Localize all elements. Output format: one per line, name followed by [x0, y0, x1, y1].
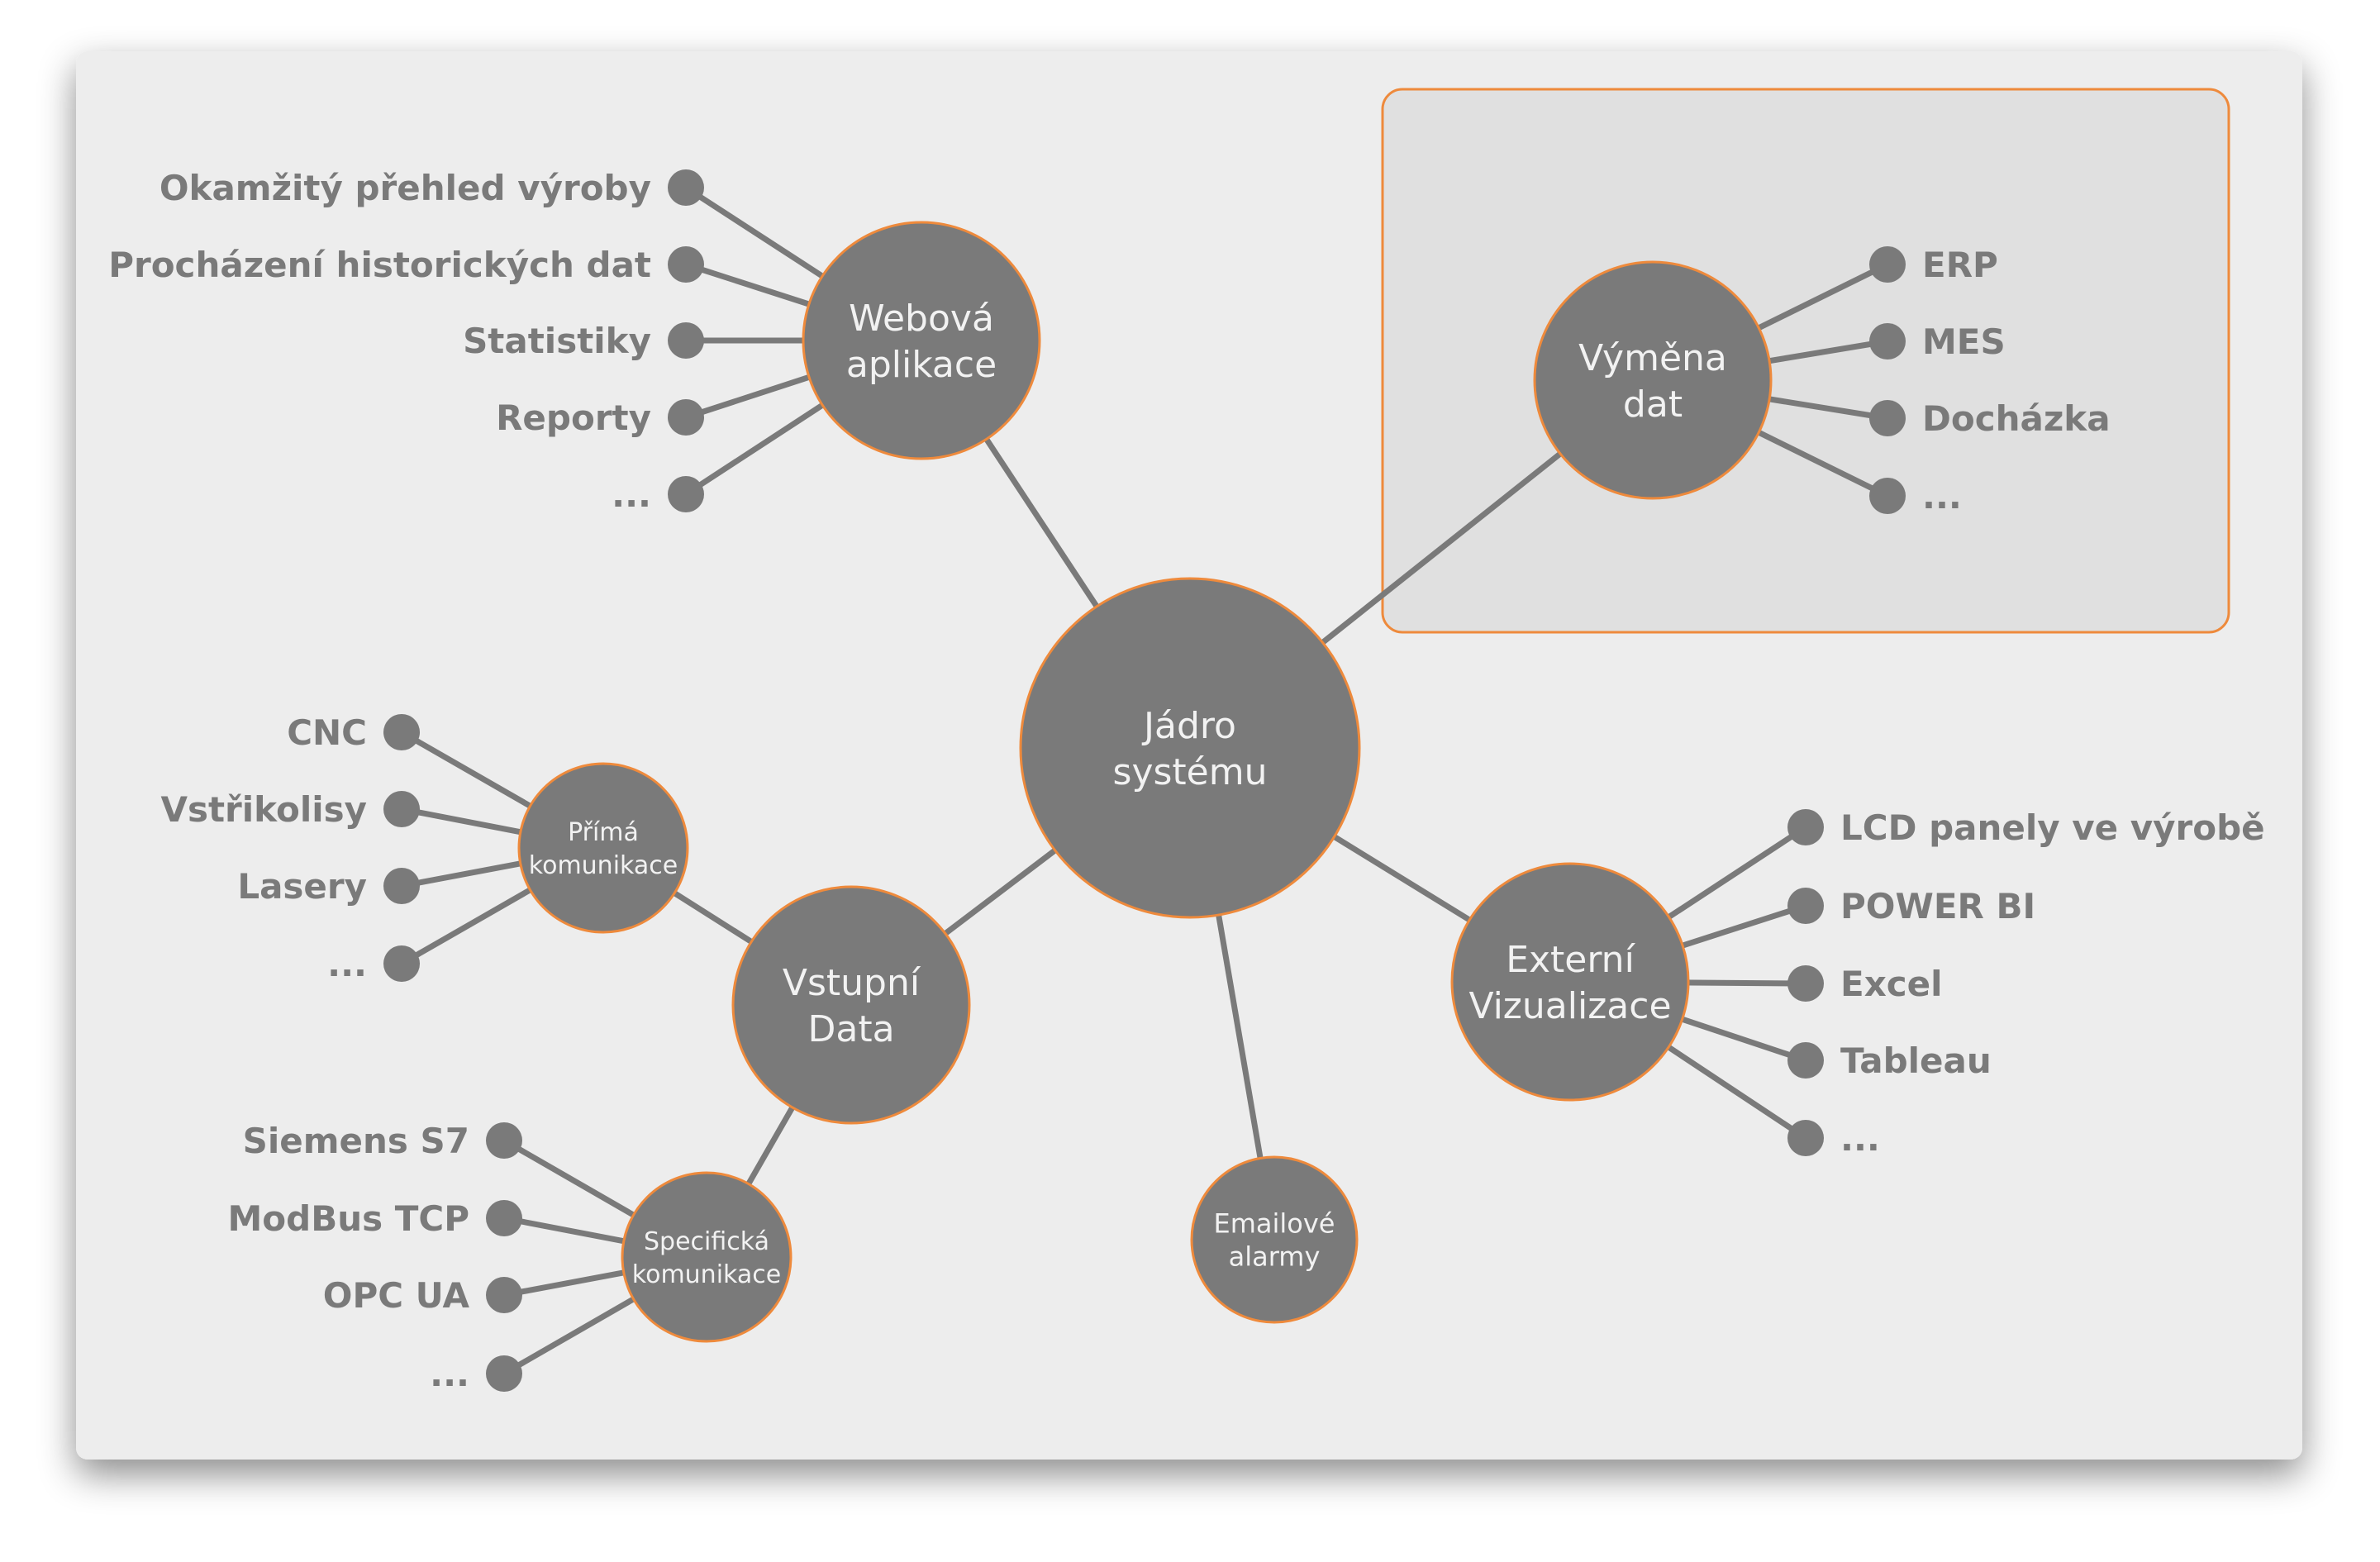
leaf-label-direct-1: Vstřikolisy [160, 789, 367, 830]
leaf-dot-web-2 [668, 322, 704, 359]
node-direct [517, 762, 689, 934]
leaf-dot-web-0 [668, 169, 704, 206]
leaf-dot-external-3 [1787, 1042, 1824, 1079]
node-label-direct-0: Přímá [568, 818, 639, 847]
leaf-label-direct-3: ... [327, 944, 367, 984]
leaf-label-exchange-3: ... [1922, 476, 1962, 517]
node-external [1450, 862, 1690, 1102]
node-label-external-1: Vizualizace [1468, 985, 1671, 1027]
leaf-dot-exchange-1 [1869, 323, 1906, 360]
leaf-label-external-1: POWER BI [1840, 886, 2035, 926]
node-label-web-1: aplikace [846, 344, 997, 386]
leaf-label-web-0: Okamžitý přehled výroby [159, 168, 651, 208]
node-core [1019, 577, 1361, 919]
leaf-dot-direct-1 [383, 791, 420, 827]
node-label-email-0: Emailové [1214, 1208, 1335, 1240]
leaf-label-specific-3: ... [430, 1354, 469, 1394]
node-label-external-0: Externí [1506, 939, 1635, 981]
leaf-label-specific-2: OPC UA [323, 1275, 470, 1316]
leaf-dot-external-4 [1787, 1120, 1824, 1156]
leaf-label-web-3: Reporty [496, 398, 651, 438]
leaf-label-external-3: Tableau [1840, 1041, 1992, 1081]
node-email [1190, 1155, 1359, 1324]
node-web [802, 221, 1041, 460]
node-label-input-1: Data [807, 1008, 894, 1050]
leaf-label-web-1: Procházení historických dat [108, 245, 651, 285]
node-label-core-0: Jádro [1141, 705, 1236, 747]
leaf-dot-web-4 [668, 476, 704, 512]
node-label-specific-1: komunikace [632, 1260, 781, 1289]
node-label-email-1: alarmy [1229, 1241, 1321, 1273]
node-input [731, 885, 971, 1125]
leaf-label-direct-2: Lasery [237, 866, 367, 907]
leaf-label-exchange-2: Docházka [1922, 398, 2111, 439]
leaf-dot-web-3 [668, 399, 704, 436]
leaf-label-direct-0: CNC [287, 712, 367, 753]
leaf-label-external-2: Excel [1840, 964, 1943, 1004]
leaf-label-exchange-1: MES [1922, 321, 2006, 362]
leaf-dot-exchange-0 [1869, 246, 1906, 283]
node-label-direct-1: komunikace [529, 851, 678, 880]
leaf-dot-exchange-2 [1869, 400, 1906, 436]
node-label-exchange-0: Výměna [1578, 337, 1727, 379]
data-exchange-highlight-box [1381, 88, 2230, 634]
node-label-core-1: systému [1113, 751, 1268, 793]
leaf-label-web-2: Statistiky [463, 321, 651, 361]
leaf-dot-direct-3 [383, 945, 420, 982]
node-specific [621, 1171, 793, 1343]
leaf-dot-web-1 [668, 246, 704, 283]
leaf-label-external-0: LCD panely ve výrobě [1840, 807, 2265, 848]
node-label-exchange-1: dat [1623, 383, 1683, 426]
leaf-dot-specific-3 [486, 1355, 522, 1392]
leaf-label-external-4: ... [1840, 1118, 1880, 1159]
leaf-dot-specific-2 [486, 1277, 522, 1313]
leaf-dot-specific-1 [486, 1200, 522, 1236]
node-label-web-0: Webová [849, 298, 994, 340]
leaf-dot-external-2 [1787, 965, 1824, 1002]
node-exchange [1533, 260, 1773, 500]
leaf-dot-direct-0 [383, 714, 420, 750]
leaf-label-web-4: ... [612, 474, 651, 515]
leaf-label-specific-0: Siemens S7 [243, 1121, 469, 1161]
leaf-dot-external-0 [1787, 809, 1824, 845]
leaf-label-specific-1: ModBus TCP [227, 1198, 469, 1239]
leaf-label-exchange-0: ERP [1922, 245, 1998, 285]
leaf-dot-exchange-3 [1869, 478, 1906, 514]
leaf-dots-layer [383, 169, 1906, 1392]
leaf-dot-specific-0 [486, 1122, 522, 1159]
node-label-specific-0: Specifická [644, 1227, 769, 1256]
node-label-input-0: Vstupní [783, 962, 921, 1004]
leaf-dot-direct-2 [383, 868, 420, 904]
leaf-dot-external-1 [1787, 888, 1824, 924]
